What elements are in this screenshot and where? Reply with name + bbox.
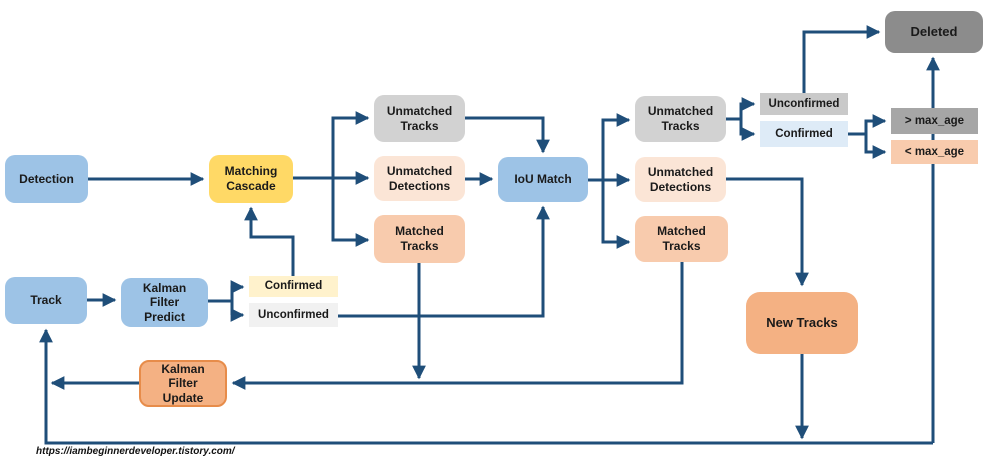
node-unmatched-tracks-mid: Unmatched Tracks xyxy=(374,95,465,142)
node-kalman-filter-predict: Kalman Filter Predict xyxy=(121,278,208,327)
node-unmatched-detections-mid: Unmatched Detections xyxy=(374,156,465,201)
node-unconfirmed-left: Unconfirmed xyxy=(249,303,338,327)
node-confirmed-right: Confirmed xyxy=(760,121,848,147)
node-unmatched-detections-right: Unmatched Detections xyxy=(635,157,726,202)
node-kalman-filter-update: Kalman Filter Update xyxy=(139,360,227,407)
source-url-text: https://iambeginnerdeveloper.tistory.com… xyxy=(36,446,235,457)
node-matched-tracks-mid: Matched Tracks xyxy=(374,215,465,263)
node-gt-max-age: > max_age xyxy=(891,108,978,134)
node-matching-cascade: Matching Cascade xyxy=(209,155,293,203)
node-iou-match: IoU Match xyxy=(498,157,588,202)
node-deleted: Deleted xyxy=(885,11,983,53)
node-confirmed-left: Confirmed xyxy=(249,276,338,297)
node-matched-tracks-right: Matched Tracks xyxy=(635,216,728,262)
node-unmatched-tracks-right: Unmatched Tracks xyxy=(635,96,726,142)
node-new-tracks: New Tracks xyxy=(746,292,858,354)
node-detection: Detection xyxy=(5,155,88,203)
node-lt-max-age: < max_age xyxy=(891,140,978,164)
node-track: Track xyxy=(5,277,87,324)
node-unconfirmed-right: Unconfirmed xyxy=(760,93,848,115)
